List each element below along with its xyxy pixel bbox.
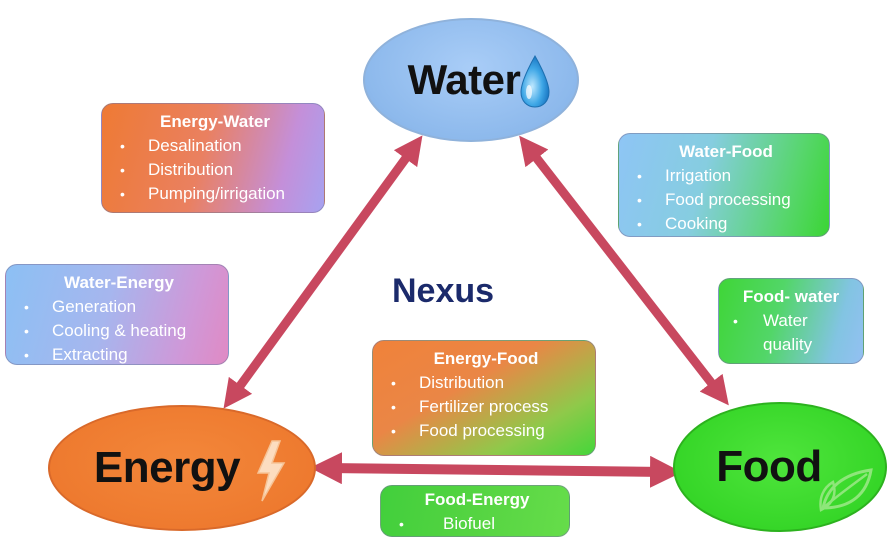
arrow-energy-food xyxy=(310,452,682,488)
water-energy-title: Water-Energy xyxy=(64,273,174,292)
water-food-box: Water-Food Irrigation Food processing Co… xyxy=(618,133,830,237)
food-energy-list: Biofuel xyxy=(395,512,559,536)
energy-label: Energy xyxy=(93,443,241,492)
water-label: Water xyxy=(407,56,521,103)
list-item: Fertilizer process xyxy=(387,395,585,419)
arrow-energy-water xyxy=(223,135,423,409)
water-energy-box: Water-Energy Generation Cooling & heatin… xyxy=(5,264,229,367)
food-water-title: Food- water xyxy=(742,287,840,306)
food-energy-box: Food-Energy Biofuel xyxy=(380,485,570,537)
food-energy-title: Food-Energy xyxy=(424,490,530,509)
water-food-title: Water-Food xyxy=(679,142,773,161)
energy-water-title: Energy-Water xyxy=(160,112,270,131)
list-item-continuation: quality xyxy=(763,335,813,354)
food-water-box: Food- water Water quality xyxy=(718,278,864,364)
water-drop-icon xyxy=(520,55,550,108)
list-item: Distribution xyxy=(116,158,314,182)
list-item: Food processing xyxy=(633,188,819,212)
water-node: Water xyxy=(363,18,579,142)
energy-food-box: Energy-Food Distribution Fertilizer proc… xyxy=(372,340,596,456)
food-label: Food xyxy=(716,442,822,491)
water-energy-list: Generation Cooling & heating Extracting xyxy=(20,295,218,367)
list-item: Food processing xyxy=(387,419,585,443)
energy-food-title: Energy-Food xyxy=(433,349,539,368)
list-item: Extracting xyxy=(20,343,218,367)
nexus-label: Nexus xyxy=(392,272,495,310)
list-item: Biofuel xyxy=(395,512,559,536)
list-item: Water xyxy=(729,309,853,333)
energy-node: Energy xyxy=(48,405,316,531)
energy-water-box: Energy-Water Desalination Distribution P… xyxy=(101,103,325,213)
list-item: Cooking xyxy=(633,212,819,236)
energy-food-list: Distribution Fertilizer process Food pro… xyxy=(387,371,585,443)
food-water-list: Water quality xyxy=(729,309,853,357)
energy-water-list: Desalination Distribution Pumping/irriga… xyxy=(116,134,314,206)
list-item: Irrigation xyxy=(633,164,819,188)
list-item: Pumping/irrigation xyxy=(116,182,314,206)
water-food-list: Irrigation Food processing Cooking xyxy=(633,164,819,236)
lightning-bolt-icon xyxy=(256,440,286,502)
food-node: Food xyxy=(673,402,887,532)
arrow-water-food xyxy=(519,135,729,406)
leaf-icon xyxy=(819,468,873,512)
list-item: Desalination xyxy=(116,134,314,158)
list-item: Cooling & heating xyxy=(20,319,218,343)
list-item: Generation xyxy=(20,295,218,319)
list-item: Distribution xyxy=(387,371,585,395)
